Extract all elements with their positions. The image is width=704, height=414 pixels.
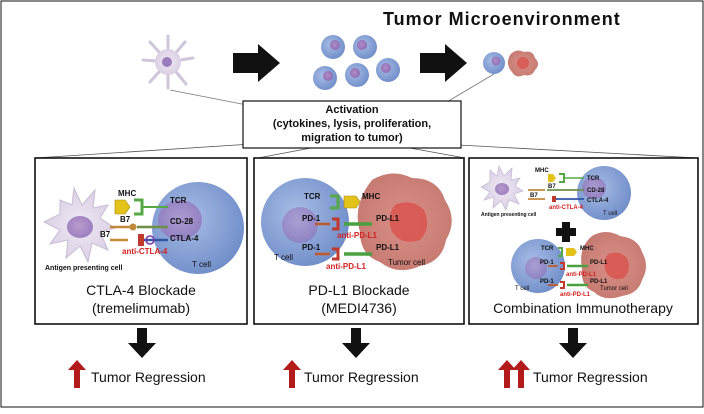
label-mhc: MHC [362, 192, 380, 201]
combo-label-apc: Antigen presenting cell [481, 212, 537, 218]
activation-line-3: migration to tumor) [301, 132, 403, 144]
up-arrow-icon-3b [512, 360, 530, 388]
label-pdl1: PD-L1 [376, 214, 400, 223]
label-anti-pdl1: anti-PD-L1 [337, 231, 378, 240]
label-pdl1-second: PD-L1 [376, 243, 400, 252]
label-t-cell: T cell [274, 253, 293, 262]
label-t-cell: T cell [192, 260, 211, 269]
combo-label-mhc: MHC [535, 168, 549, 174]
label-b7: B7 [120, 215, 131, 224]
combo-label-b7-second: B7 [530, 193, 538, 199]
up-arrow-icon-2 [283, 360, 301, 388]
outcome-label-3: Tumor Regression [533, 369, 648, 385]
combo-label-t-cell: T cell [603, 211, 617, 217]
caption-pdl1-blockade: PD-L1 Blockade [308, 282, 409, 298]
combo-label-anti-ctla4: anti-CTLA-4 [549, 205, 584, 211]
caption-medi4736: (MEDI4736) [321, 300, 396, 316]
label-b7-second: B7 [100, 230, 111, 239]
label-pd1: PD-1 [302, 214, 321, 223]
combo-label-anti-pdl1: anti-PD-L1 [566, 272, 597, 278]
t-cell-attacking-tumor [483, 50, 538, 77]
panel-pdl1: TCR MHC PD-1 PD-L1 anti-PD-L1 PD-1 PD-L1… [253, 157, 465, 325]
combo-label-tumor-cell: Tumor cell [600, 286, 628, 292]
panel-combination: MHC TCR B7 CD-28 B7 CTLA-4 anti-CTLA-4 A… [468, 157, 699, 325]
label-tumor-cell: Tumor cell [388, 258, 425, 267]
dendritic-cell-top [141, 34, 195, 90]
activation-box: Activation (cytokines, lysis, proliferat… [34, 73, 699, 159]
combo-label-tcr-bottom: TCR [541, 246, 554, 252]
plus-icon [556, 222, 576, 242]
label-mhc: MHC [118, 189, 136, 198]
t-cell-cluster [313, 35, 400, 90]
down-arrow-3 [559, 328, 587, 358]
combo-label-t-cell-bottom: T cell [515, 286, 529, 292]
combo-label-anti-pdl1-second: anti-PD-L1 [560, 292, 591, 298]
combo-label-pd1-second: PD-1 [540, 279, 554, 285]
label-tcr: TCR [304, 192, 321, 201]
up-arrow-icon-1 [68, 360, 86, 388]
down-arrow-1 [128, 328, 156, 358]
combo-label-mhc-bottom: MHC [580, 246, 594, 252]
caption-ctla4-blockade: CTLA-4 Blockade [86, 282, 196, 298]
up-arrow-icon-3a [498, 360, 516, 388]
label-anti-ctla4: anti-CTLA-4 [122, 247, 168, 256]
combo-label-pdl1-second: PD-L1 [590, 279, 608, 285]
caption-combination-immunotherapy: Combination Immunotherapy [493, 300, 673, 316]
outcome-label-2: Tumor Regression [304, 369, 419, 385]
label-anti-pdl1-second: anti-PD-L1 [326, 262, 367, 271]
label-antigen-presenting-cell: Antigen presenting cell [45, 265, 122, 272]
label-ctla4: CTLA-4 [170, 234, 199, 243]
combo-label-pd1: PD-1 [540, 260, 554, 266]
activation-title: Activation [325, 104, 378, 116]
label-cd28: CD-28 [170, 217, 194, 226]
activation-line-2: (cytokines, lysis, proliferation, [273, 118, 431, 130]
label-pd1-second: PD-1 [302, 243, 321, 252]
outcome-label-1: Tumor Regression [91, 369, 206, 385]
label-tcr: TCR [170, 196, 187, 205]
progression-arrow-1 [233, 44, 280, 82]
combo-label-cd28: CD-28 [587, 188, 605, 194]
progression-arrow-2 [420, 44, 467, 82]
diagram-title: Tumor Microenvironment [383, 9, 621, 29]
combo-label-ctla4: CTLA-4 [587, 198, 609, 204]
panel-ctla4: MHC TCR B7 CD-28 B7 CTLA-4 anti-CTLA-4 A… [34, 157, 248, 325]
combo-label-tcr: TCR [587, 176, 600, 182]
combo-label-b7: B7 [548, 184, 556, 190]
caption-tremelimumab: (tremelimumab) [92, 300, 190, 316]
down-arrow-2 [342, 328, 370, 358]
combo-label-pdl1: PD-L1 [590, 260, 608, 266]
